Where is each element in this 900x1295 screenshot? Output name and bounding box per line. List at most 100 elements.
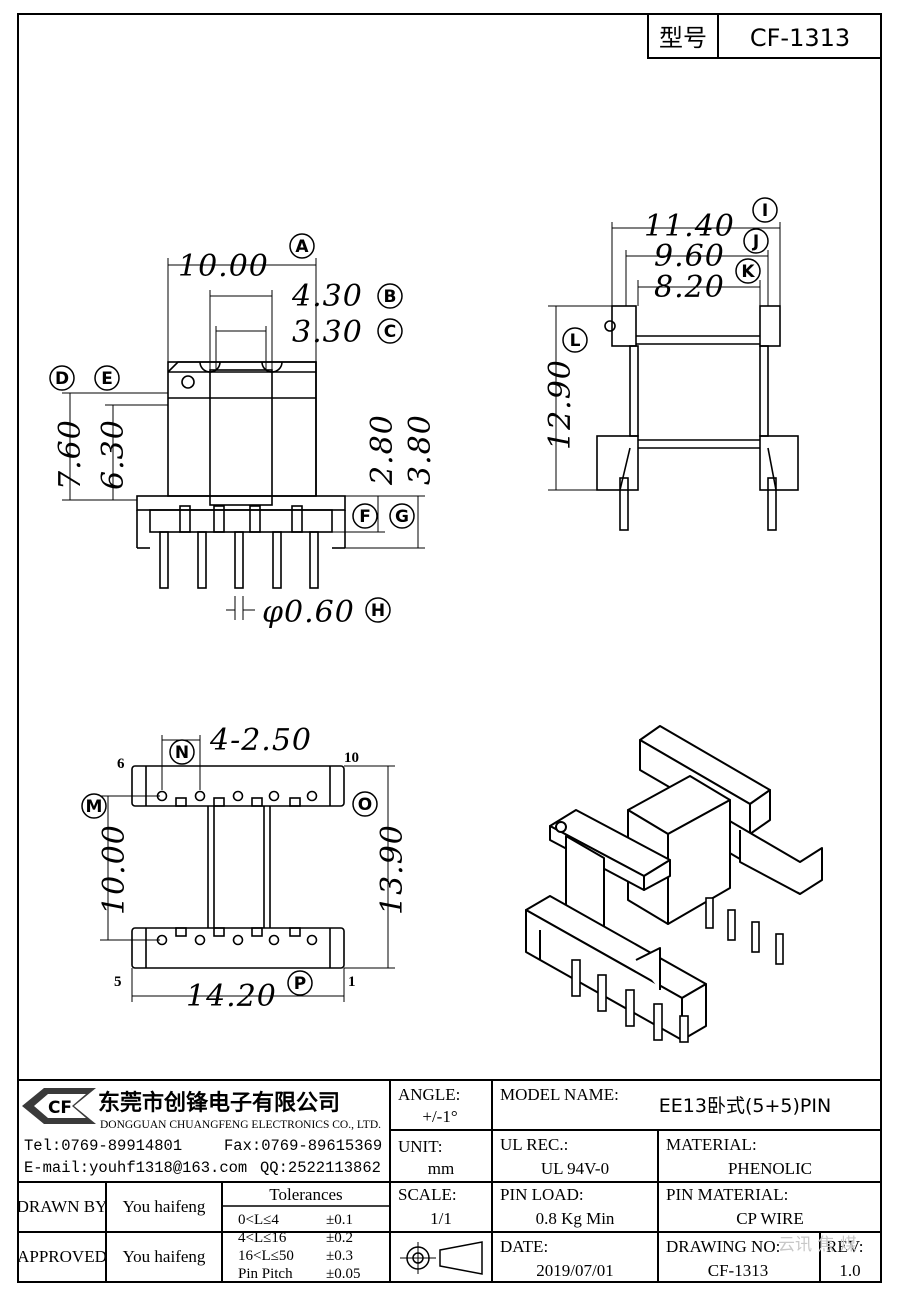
side-view-dimensions: 11.40 9.60 8.20 12.90 [543, 209, 735, 450]
title-block [18, 1079, 881, 1282]
company-fax: Fax:0769-89615369 [224, 1137, 382, 1155]
dim-D-value: 7.60 [53, 419, 88, 490]
dim-A-value: 10.00 [178, 249, 269, 284]
label-L: L [570, 331, 581, 351]
side-view [548, 222, 799, 531]
company-name-cn: 东莞市创锋电子有限公司 [98, 1090, 340, 1116]
label-J: J [752, 232, 759, 252]
rev-value: 1.0 [839, 1261, 860, 1280]
dim-G-value: 3.80 [403, 414, 438, 485]
tolerances-title: Tolerances [269, 1185, 342, 1204]
front-view-dimensions: 10.00 4.30 3.30 7.60 6.30 2.80 3.80 φ0.6… [53, 249, 438, 630]
approved-value: You haifeng [123, 1247, 206, 1266]
dim-E-value: 6.30 [96, 419, 131, 490]
dim-K-value: 8.20 [654, 270, 725, 305]
pin-load-value: 0.8 Kg Min [536, 1209, 615, 1228]
bottom-view-labels [81, 739, 378, 996]
tolerance-value-4: ±0.05 [326, 1266, 360, 1282]
front-view-labels [49, 233, 415, 623]
company-email: E-mail:youhf1318@163.com [24, 1159, 247, 1177]
tolerance-value-2: ±0.2 [326, 1230, 353, 1246]
company-name-en: DONGGUAN CHUANGFENG ELECTRONICS CO., LTD… [100, 1119, 381, 1131]
bottom-view [100, 735, 395, 1002]
header-model-code: CF-1313 [750, 24, 850, 52]
date-label: DATE: [500, 1237, 548, 1256]
drawn-by-value: You haifeng [123, 1197, 206, 1216]
company-tel: Tel:0769-89914801 [24, 1137, 182, 1155]
scale-value: 1/1 [430, 1209, 452, 1228]
label-F: F [359, 507, 371, 527]
company-logo: CF [22, 1088, 96, 1124]
projection-symbol-icon [400, 1241, 483, 1275]
title-block-text: 东莞市创锋电子有限公司 DONGGUAN CHUANGFENG ELECTRON… [17, 1085, 864, 1282]
tolerance-value-3: ±0.3 [326, 1248, 353, 1264]
rev-label: REV: [826, 1237, 863, 1256]
unit-value: mm [428, 1159, 454, 1178]
header-type-label: 型号 [659, 24, 707, 52]
pin-load-label: PIN LOAD: [500, 1185, 584, 1204]
dim-P-value: 14.20 [186, 979, 277, 1014]
dim-F-value: 2.80 [365, 414, 400, 486]
side-view-labels [562, 197, 778, 353]
pin-number-10: 10 [344, 750, 359, 766]
label-H: H [371, 601, 385, 621]
side-view-letters: I J K L [570, 201, 769, 351]
pin-number-5: 5 [114, 974, 122, 990]
scale-label: SCALE: [398, 1185, 457, 1204]
approved-label: APPROVED [17, 1247, 107, 1266]
drawing-no-value: CF-1313 [708, 1261, 768, 1280]
sheet-border [17, 13, 882, 1283]
dim-O-value: 13.90 [375, 824, 410, 915]
label-G: G [395, 507, 409, 527]
logo-text: CF [48, 1098, 72, 1118]
front-view-letters: A B C D E F G H [55, 237, 409, 621]
header-model-box: 型号 CF-1313 [647, 13, 882, 59]
tolerance-range-4: Pin Pitch [238, 1266, 293, 1282]
material-value: PHENOLIC [728, 1159, 812, 1178]
label-I: I [762, 201, 768, 221]
model-name-label: MODEL NAME: [500, 1085, 619, 1104]
tolerance-range-2: 4<L≤16 [238, 1230, 287, 1246]
front-view [62, 258, 425, 620]
isometric-pins [571, 897, 784, 1043]
label-C: C [384, 322, 396, 342]
isometric-view [525, 725, 823, 1041]
tolerance-range-3: 16<L≤50 [238, 1248, 294, 1264]
model-name-value: EE13卧式(5+5)PIN [659, 1095, 831, 1117]
label-E: E [101, 369, 113, 389]
ul-rec-label: UL REC.: [500, 1135, 568, 1154]
label-K: K [741, 262, 755, 282]
label-A: A [295, 237, 309, 257]
dim-C-value: 3.30 [292, 315, 363, 350]
watermark: 云讯 焦 煤 [778, 1235, 857, 1255]
label-P: P [294, 974, 306, 994]
label-O: O [358, 795, 372, 815]
company-qq: QQ:2522113862 [260, 1159, 381, 1177]
bottom-view-dimensions: 4-2.50 10.00 13.90 14.20 6 10 5 1 [97, 723, 410, 1014]
dim-L-value: 12.90 [543, 359, 578, 450]
dim-I-value: 11.40 [644, 209, 735, 244]
tolerance-range-1: 0<L≤4 [238, 1212, 279, 1228]
material-label: MATERIAL: [666, 1135, 757, 1154]
label-N: N [175, 743, 189, 763]
label-D: D [55, 369, 69, 389]
angle-label: ANGLE: [398, 1085, 460, 1104]
angle-value: +/-1° [422, 1107, 457, 1126]
drawing-no-label: DRAWING NO: [666, 1237, 780, 1256]
dim-J-value: 9.60 [654, 239, 725, 274]
date-value: 2019/07/01 [536, 1261, 613, 1280]
pin-material-label: PIN MATERIAL: [666, 1185, 788, 1204]
dim-B-value: 4.30 [291, 279, 363, 314]
pin-number-1: 1 [348, 974, 356, 990]
dim-N-value: 4-2.50 [209, 723, 312, 758]
pin-material-value: CP WIRE [736, 1209, 804, 1228]
pin-number-6: 6 [117, 756, 125, 772]
label-B: B [384, 287, 397, 307]
bottom-view-letters: N M O P [86, 743, 373, 994]
ul-rec-value: UL 94V-0 [541, 1159, 609, 1178]
tolerance-value-1: ±0.1 [326, 1212, 353, 1228]
dim-H-value: φ0.60 [262, 595, 355, 630]
dim-M-value: 10.00 [97, 824, 132, 915]
unit-label: UNIT: [398, 1137, 442, 1156]
